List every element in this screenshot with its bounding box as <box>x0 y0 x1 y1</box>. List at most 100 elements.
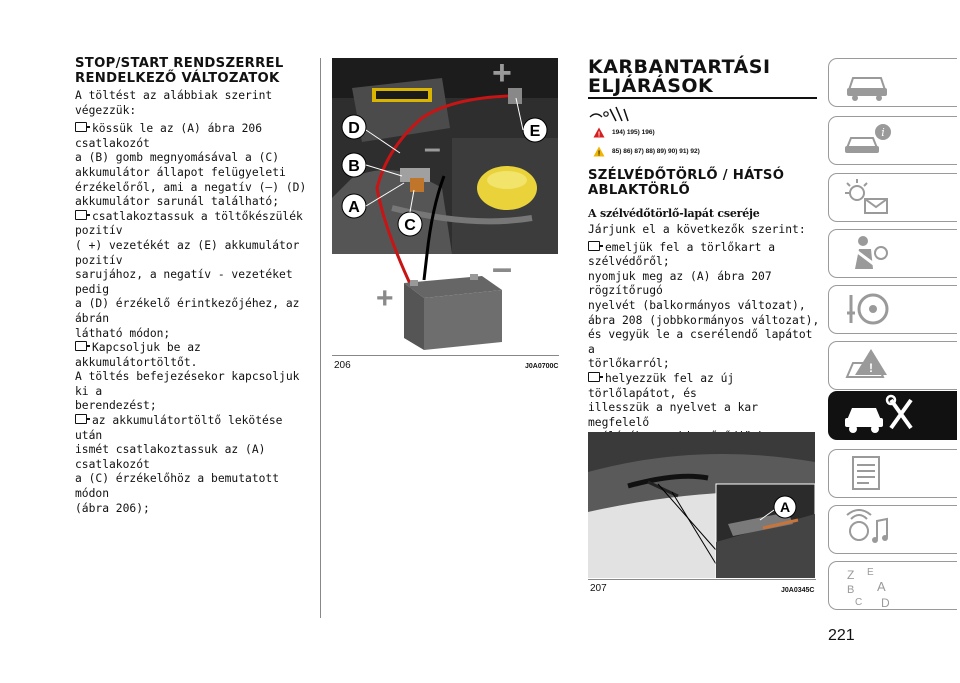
svg-text:!: ! <box>598 132 600 139</box>
figure-207-rule <box>588 579 816 580</box>
tab-safety[interactable] <box>828 229 957 278</box>
svg-text:–: – <box>424 132 441 165</box>
tab-warning-lights[interactable] <box>828 173 957 222</box>
svg-text:i: i <box>881 126 885 139</box>
bullet-line: ( +) vezetékét az (E) akkumulátor pozití… <box>75 238 300 267</box>
svg-text:B: B <box>847 584 854 596</box>
svg-text:A: A <box>877 579 886 594</box>
bullet-line: nyelvét (balkormányos változat), <box>588 298 806 312</box>
tab-emergency[interactable]: ! <box>828 341 957 390</box>
bullet-item: emeljük fel a törlőkart a szélvédőről;ny… <box>588 240 820 372</box>
left-body: A töltést az alábbiak szerint végezzük: … <box>75 89 315 516</box>
main-heading: KARBANTARTÁSI ELJÁRÁSOK <box>588 56 771 97</box>
steering-wheel-icon <box>847 293 889 325</box>
technical-data-icon <box>852 456 880 490</box>
heading-rule <box>588 97 817 99</box>
bullet-line: akkumulátor sarunál található; <box>75 195 280 209</box>
section-heading: STOP/START RENDSZERREL RENDELKEZŐ VÁLTOZ… <box>75 56 284 86</box>
car-info-icon: i <box>845 124 891 153</box>
tab-getting-to-know[interactable] <box>828 58 957 107</box>
bullet-marker-icon <box>75 209 90 220</box>
bullet-line: sarujához, a negatív - vezetéket pedig <box>75 268 293 296</box>
index-icon: Z E B A C D <box>847 567 890 609</box>
bullet-line: látható módon; <box>75 326 171 340</box>
svg-text:C: C <box>855 597 862 608</box>
label-a: A <box>780 499 790 515</box>
bullet-line: csatlakoztassuk a töltőkészülék pozitív <box>75 209 303 238</box>
svg-text:+: + <box>492 58 512 92</box>
warning-lights-icon <box>845 179 888 214</box>
bullet-line: ismét csatlakoztassuk az (A) csatlakozót <box>75 443 266 471</box>
plus-sign: + <box>376 282 394 315</box>
bullet-line: helyezzük fel az új törlőlapátot, és <box>588 371 735 400</box>
svg-text:!: ! <box>869 361 873 375</box>
label-e: E <box>530 123 541 140</box>
tab-maintenance[interactable] <box>828 391 957 440</box>
emergency-icon: ! <box>845 349 887 378</box>
warning-refs-1: 194) 195) 196) <box>612 129 655 136</box>
car-wrench-icon <box>845 394 913 433</box>
figure-207-number: 207 <box>590 583 607 594</box>
figure-206-code: J0A0700C <box>525 363 559 370</box>
svg-text:E: E <box>867 567 874 578</box>
wiper-photo: A <box>588 432 815 578</box>
figure-207-code: J0A0345C <box>781 587 815 594</box>
sub-heading: SZÉLVÉDŐTÖRLŐ / HÁTSÓ ABLAKTÖRLŐ <box>588 168 785 198</box>
page-number: 221 <box>828 627 855 644</box>
bullet-marker-icon <box>75 414 90 425</box>
bullet-item: Kapcsoljuk be az akkumulátortöltőt.A töl… <box>75 341 315 414</box>
tab-technical-data[interactable] <box>828 449 957 498</box>
bullet-line: nyomjuk meg az (A) ábra 207 rögzítőrugó <box>588 269 772 298</box>
figure-207: A <box>588 432 815 578</box>
bullet-line: törlőkarról; <box>588 357 670 371</box>
bullet-marker-icon <box>75 122 90 133</box>
label-c: C <box>404 217 416 234</box>
bullet-marker-icon <box>75 341 90 352</box>
bullet-line: A töltés befejezésekor kapcsoljuk ki a <box>75 370 300 398</box>
bullet-line: a (B) gomb megnyomásával a (C) <box>75 151 280 165</box>
svg-text:Z: Z <box>847 568 854 582</box>
bullet-item: csatlakoztassuk a töltőkészülék pozitív(… <box>75 209 315 341</box>
minus-sign: – <box>492 247 512 288</box>
label-b: B <box>348 158 360 175</box>
bullet-line: érzékelőről, ami a negatív (–) (D) <box>75 180 307 194</box>
bullet-line: akkumulátor állapot felügyeleti <box>75 165 286 179</box>
left-column: STOP/START RENDSZERREL RENDELKEZŐ VÁLTOZ… <box>75 56 315 516</box>
column-divider <box>320 58 321 618</box>
label-a: A <box>348 199 360 216</box>
safety-icon <box>850 236 888 269</box>
battery-photo: D E B A C + – + – <box>332 58 558 350</box>
svg-text:!: ! <box>598 151 600 158</box>
tab-dashboard-info[interactable]: i <box>828 116 957 165</box>
bullet-line: és vegyük le a cserélendő lapátot a <box>588 328 813 356</box>
bullet-line: (ábra 206); <box>75 501 150 515</box>
figure-206-number: 206 <box>334 360 351 371</box>
right-intro: Járjunk el a következők szerint: <box>588 223 806 236</box>
right-column: KARBANTARTÁSI ELJÁRÁSOK <box>588 58 820 99</box>
bullet-line: az akkumulátortöltő lekötése után <box>75 414 283 442</box>
handling-icon <box>589 106 629 122</box>
bullet-line: illesszük a nyelvet a kar megfelelő <box>588 401 759 429</box>
bullet-line: kössük le az (A) ábra 206 csatlakozót <box>75 122 263 150</box>
warning-refs-2: 85) 86) 87) 88) 89) 90) 91) 92) <box>612 148 700 155</box>
bullet-line: a (D) érzékelő érintkezőjéhez, az ábrán <box>75 297 300 325</box>
bullet-line: Kapcsoljuk be az akkumulátortöltőt. <box>75 341 201 369</box>
bullet-line: ábra 208 (jobbkormányos változat), <box>588 313 820 327</box>
tab-starting-driving[interactable] <box>828 285 957 334</box>
subsub-heading: A szélvédőtörlő-lapát cseréje <box>588 207 760 220</box>
intro-text: A töltést az alábbiak szerint végezzük: <box>75 89 273 117</box>
danger-icon: ! <box>593 127 605 138</box>
label-d: D <box>348 120 360 137</box>
bullet-line: berendezést; <box>75 399 157 413</box>
tab-multimedia[interactable] <box>828 505 957 554</box>
figure-206-rule <box>332 355 559 356</box>
car-dashboard-icon <box>847 77 887 101</box>
bullet-line: a (C) érzékelőhöz a bemutatott módon <box>75 472 280 501</box>
bullet-marker-icon <box>588 371 603 382</box>
bullet-line: emeljük fel a törlőkart a szélvédőről; <box>588 240 776 269</box>
svg-text:D: D <box>881 596 890 609</box>
tab-index[interactable]: Z E B A C D <box>828 561 957 610</box>
